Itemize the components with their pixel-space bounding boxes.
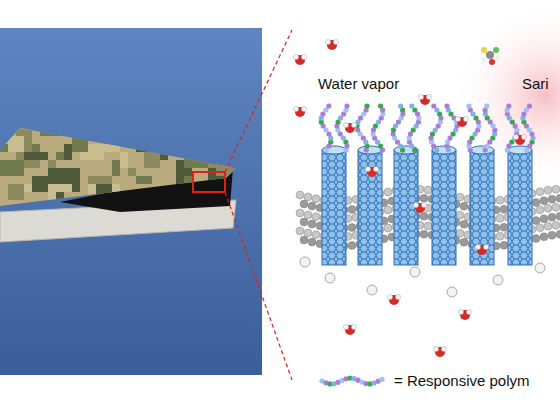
sarin-glow xyxy=(450,0,560,190)
photo-background xyxy=(0,28,262,375)
polymer-chain-sample xyxy=(318,371,390,391)
legend-text: = Responsive polym xyxy=(394,373,529,390)
sarin-molecule xyxy=(481,47,501,65)
nanotubes xyxy=(322,146,532,265)
polymer-chains xyxy=(319,103,536,152)
label: Water vapor xyxy=(318,76,399,93)
zoom-leader xyxy=(225,192,292,380)
zoom-box xyxy=(193,172,225,192)
water-molecules xyxy=(293,39,526,357)
zoom-leader xyxy=(225,30,292,172)
label: Sari xyxy=(522,76,549,93)
camo-fabric xyxy=(0,120,256,216)
